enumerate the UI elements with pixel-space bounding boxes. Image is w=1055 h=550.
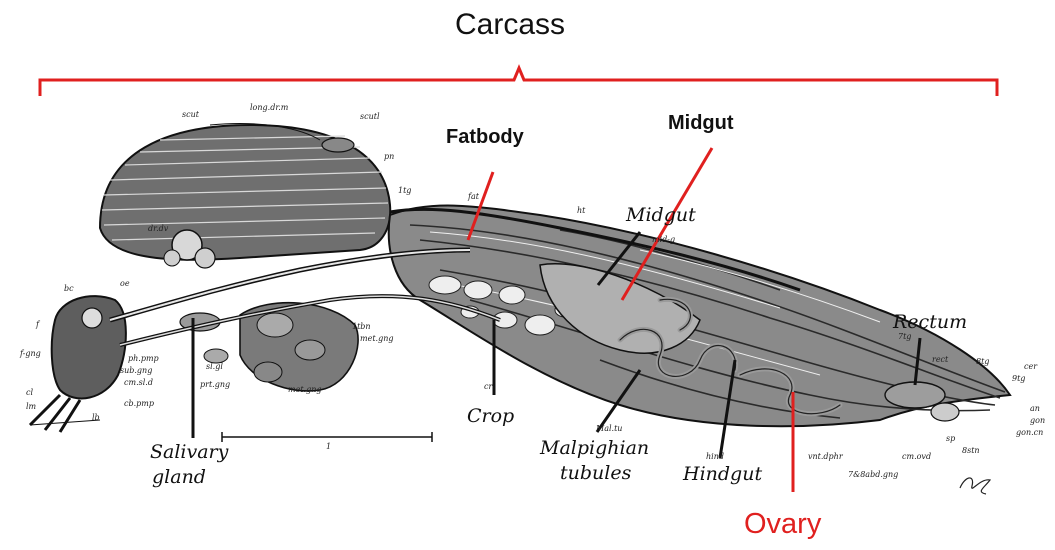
label-lm: lm [26,402,36,411]
label-rect: rect [932,355,948,364]
label-8tg: 8tg [976,357,989,366]
label-vnt-dphr: vnt.dphr [808,452,843,461]
label-7tg: 7tg [898,332,911,341]
crop-organ-label: Crop [467,404,514,428]
label-long-dr-m: long.dr.m [250,103,288,112]
label-met-gng-2: met.gng [360,334,393,343]
label-f: f [36,320,39,329]
label-1tg: 1tg [398,186,411,195]
fatbody-callout: Fatbody [446,126,524,149]
label-gon: gon [1030,416,1045,425]
thoracic-ganglia [180,303,358,391]
label-f-gng: f-gng [20,349,41,358]
label-cm-sl-d: cm.sl.d [124,378,153,387]
carcass-label: Carcass [455,8,565,42]
malpighian-label-line1: Malpighian [540,436,649,460]
rectum-organ-label: Rectum [893,310,967,334]
label-scut: scut [182,110,199,119]
label-bc: bc [64,284,74,293]
ovary-callout: Ovary [744,508,821,541]
label-sl-gl: sl.gl [206,362,223,371]
midgut-callout: Midgut [668,112,734,135]
midgut-organ-label: Midgut [626,203,696,227]
label-mid-g: mid-g [652,235,675,244]
label-met-gng: met.gng [288,385,321,394]
label-an: an [1030,404,1040,413]
label-fat: fat [468,192,479,201]
label-scutl: scutl [360,112,380,121]
label-cl: cl [26,388,33,397]
hindgut-organ-label: Hindgut [683,462,762,486]
thorax-flight-muscle [100,123,390,268]
label-prt-gng: prt.gng [200,380,230,389]
label-ph-pmp: ph.pmp [128,354,159,363]
label-mal-tu: Mal.tu [596,424,622,433]
label-lb: lb [92,413,100,422]
label-sub-gng: sub.gng [120,366,152,375]
label-cb-pmp: cb.pmp [124,399,154,408]
label-8stn: 8stn [962,446,980,455]
label-sp: sp [946,434,955,443]
label-ht: ht [577,206,585,215]
label-cr: cr [484,382,492,391]
label-oe: oe [120,279,130,288]
label-1tbn: 1tbn [352,322,371,331]
signature-mark [960,478,990,494]
label-pn: pn [384,152,394,161]
label-cm-ovd: cm.ovd [902,452,931,461]
salivary-gland-label-line2: gland [152,465,206,489]
label-dr-dv: dr.dv [148,224,168,233]
salivary-gland-label-line1: Salivary [150,440,228,464]
label-abd-gng: 7&8abd.gng [848,470,898,479]
head-region [30,296,126,432]
rectum-organ [885,382,945,408]
label-hind: hind [706,452,724,461]
malpighian-label-line2: tubules [560,461,631,485]
label-cer: cer [1024,362,1037,371]
spermatheca [931,403,959,421]
carcass-bracket [40,68,997,96]
label-9tg: 9tg [1012,374,1025,383]
label-gon-cn: gon.cn [1016,428,1043,437]
label-scale: 1 [326,442,331,451]
